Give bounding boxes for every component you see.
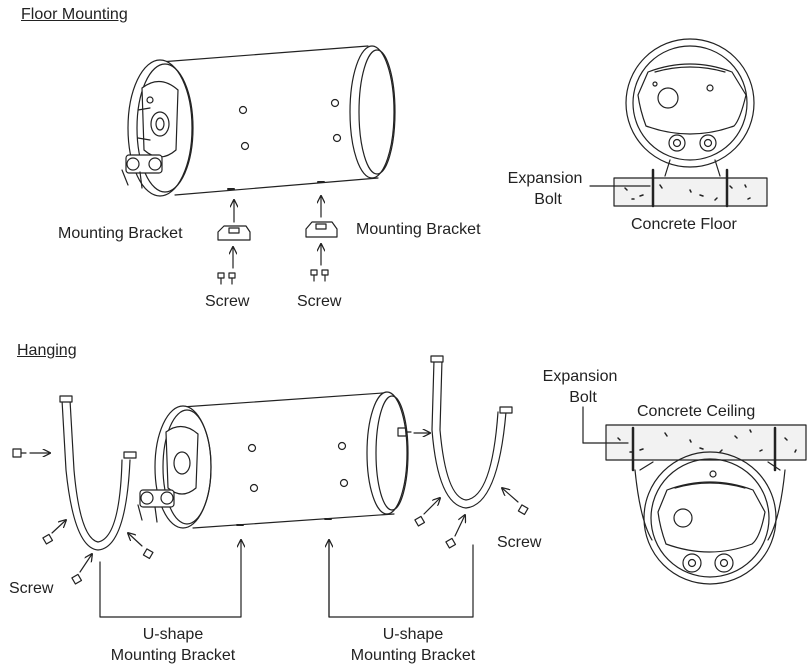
hanging-front-view [634, 451, 786, 585]
ushape-left-label-2: Mounting Bracket [110, 647, 236, 664]
floor-bracket-left-label: Mounting Bracket [58, 225, 183, 242]
floor-mounting-heading: Floor Mounting [21, 6, 128, 23]
ushape-left-label-1: U-shape [142, 626, 204, 643]
hanging-screw-left-label: Screw [9, 580, 54, 597]
hanging-valve-assembly [137, 489, 175, 523]
floor-bracket-left [217, 225, 251, 241]
floor-front-view [625, 38, 755, 177]
hanging-tank [137, 391, 409, 529]
ushape-right-label-1: U-shape [382, 626, 444, 643]
ushape-bracket-left [59, 395, 137, 551]
ushape-callouts [99, 540, 474, 618]
concrete-ceiling-label: Concrete Ceiling [637, 403, 756, 420]
floor-screw-right-label: Screw [297, 293, 342, 310]
floor-arrows [233, 196, 321, 269]
hanging-arrows [29, 433, 519, 573]
ushape-right-label-2: Mounting Bracket [350, 647, 476, 664]
hanging-expansion-label-1: Expansion [542, 368, 618, 385]
floor-bracket-right [305, 221, 338, 238]
concrete-floor-label: Concrete Floor [631, 216, 737, 233]
floor-screws-left [217, 272, 236, 285]
concrete-ceiling [605, 424, 807, 472]
ushape-bracket-right [430, 355, 513, 509]
floor-valve-assembly [121, 154, 163, 189]
floor-expansion-label-1: Expansion [507, 170, 583, 187]
concrete-floor [613, 168, 768, 208]
floor-screws-right [310, 269, 329, 282]
floor-tank [121, 45, 396, 197]
floor-screw-left-label: Screw [205, 293, 250, 310]
hanging-screws [12, 427, 529, 585]
hanging-screw-right-label: Screw [497, 534, 542, 551]
floor-expansion-label-2: Bolt [534, 191, 562, 208]
hanging-heading: Hanging [17, 342, 77, 359]
hanging-expansion-label-2: Bolt [569, 389, 597, 406]
floor-bracket-right-label: Mounting Bracket [356, 221, 481, 238]
